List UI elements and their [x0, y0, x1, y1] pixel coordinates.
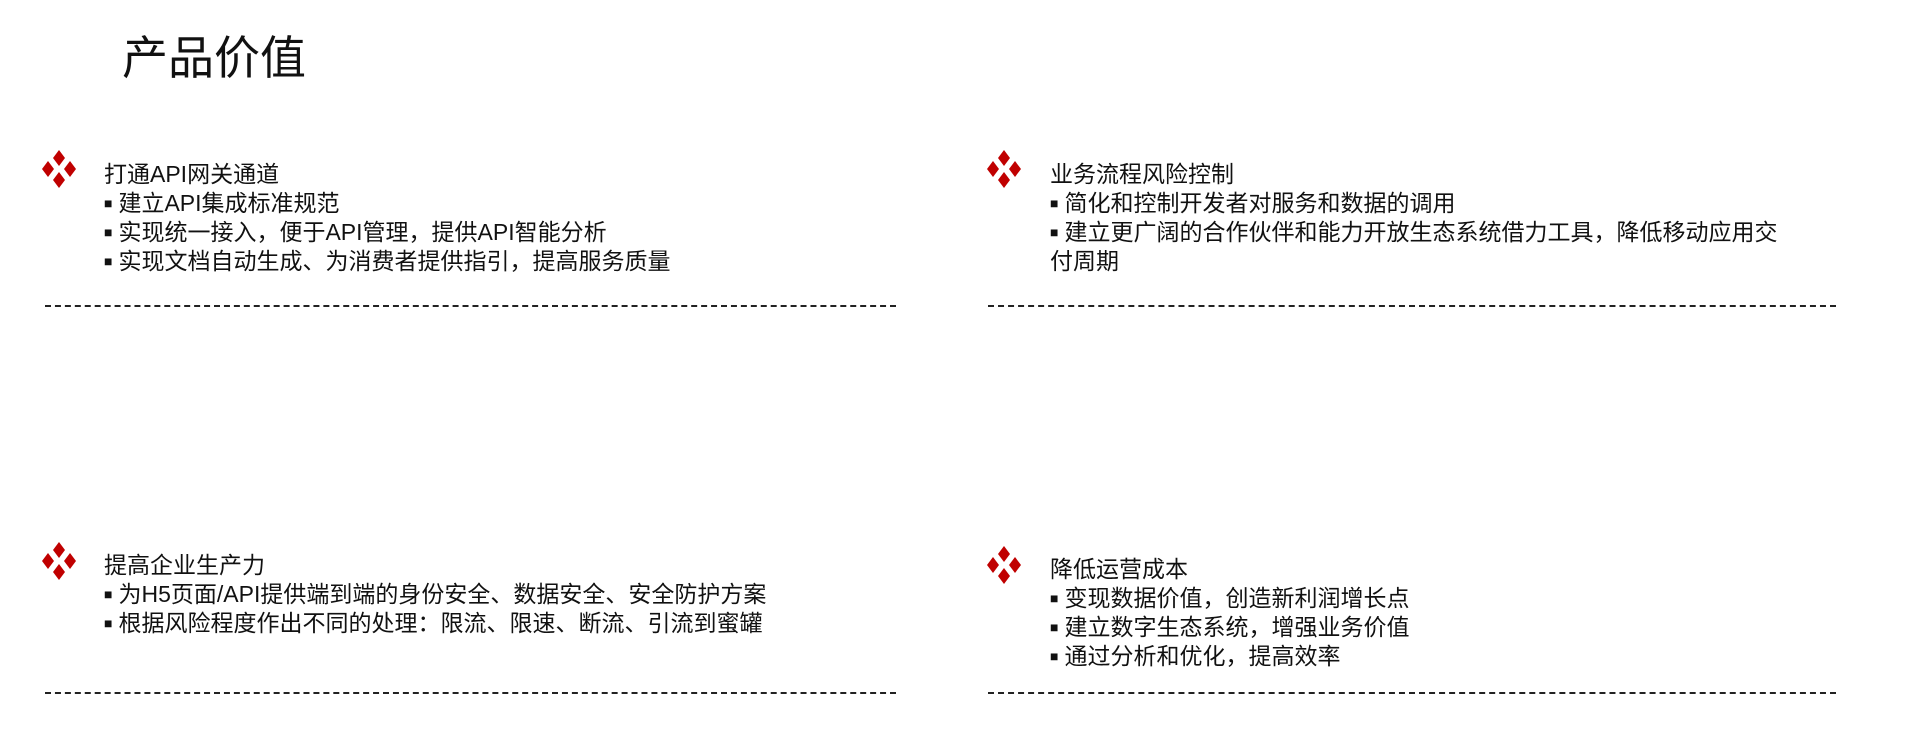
section-heading: 业务流程风险控制 — [1050, 161, 1234, 187]
diamond-cluster-icon — [42, 150, 76, 188]
list-item: ■为H5页面/API提供端到端的身份安全、数据安全、安全防护方案 — [104, 581, 767, 607]
page-title: 产品价值 — [122, 32, 306, 84]
section-heading: 打通API网关通道 — [104, 161, 280, 187]
list-item: ■实现文档自动生成、为消费者提供指引，提高服务质量 — [104, 248, 671, 274]
list-item: ■建立更广阔的合作伙伴和能力开放生态系统借力工具，降低移动应用交付周期 — [1050, 219, 1778, 274]
list-item: ■建立API集成标准规范 — [104, 190, 340, 216]
dashed-divider — [45, 305, 896, 307]
list-item: ■简化和控制开发者对服务和数据的调用 — [1050, 190, 1456, 216]
dashed-divider — [988, 692, 1836, 694]
dashed-divider — [45, 692, 896, 694]
list-item: ■根据风险程度作出不同的处理：限流、限速、断流、引流到蜜罐 — [104, 610, 763, 636]
diamond-cluster-icon — [987, 150, 1021, 188]
list-item: ■建立数字生态系统，增强业务价值 — [1050, 614, 1410, 640]
list-item: ■通过分析和优化，提高效率 — [1050, 643, 1341, 669]
section-heading: 降低运营成本 — [1050, 556, 1188, 582]
section-heading: 提高企业生产力 — [104, 552, 265, 578]
list-item: ■变现数据价值，创造新利润增长点 — [1050, 585, 1410, 611]
list-item: ■实现统一接入，便于API管理，提供API智能分析 — [104, 219, 607, 245]
diamond-cluster-icon — [987, 546, 1021, 584]
dashed-divider — [988, 305, 1836, 307]
diamond-cluster-icon — [42, 542, 76, 580]
